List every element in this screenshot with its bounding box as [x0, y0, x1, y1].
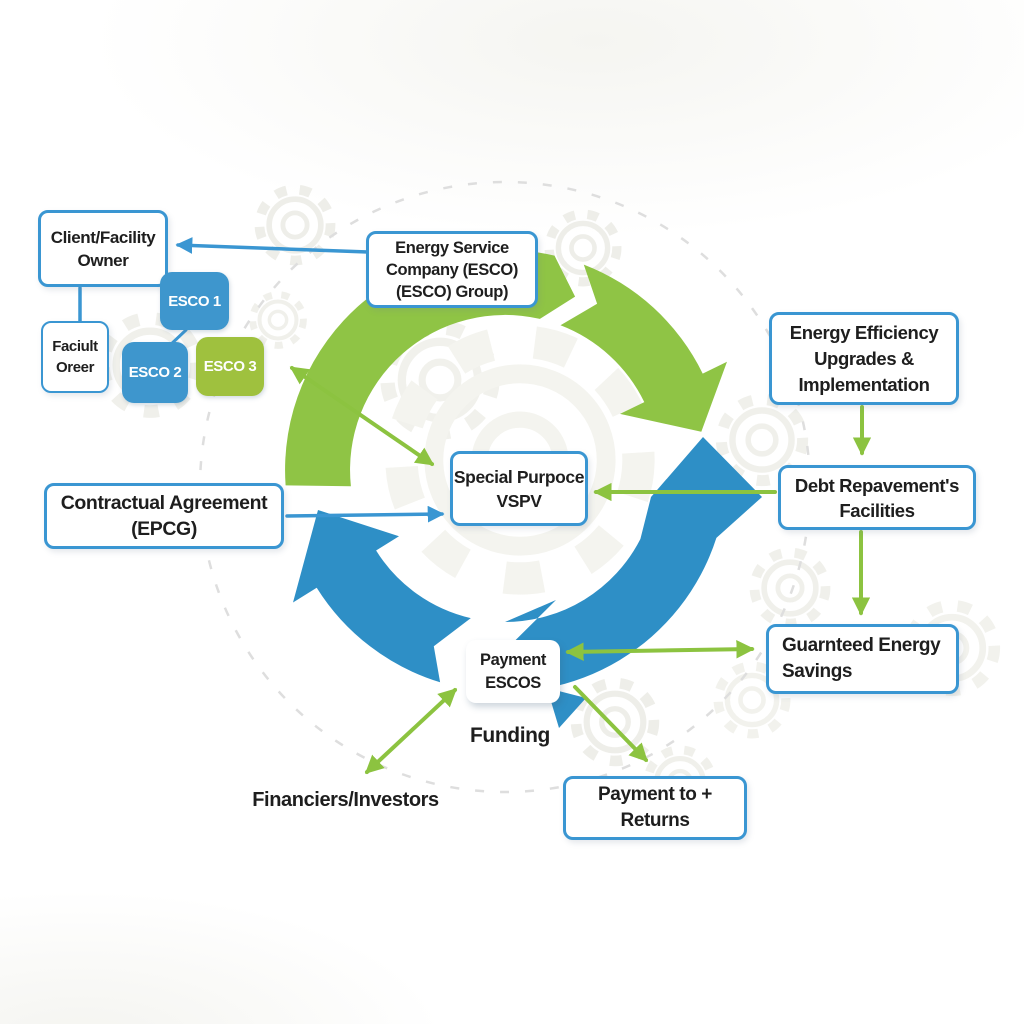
blue-arc-segment-right [466, 437, 762, 692]
gear-icon [576, 683, 654, 761]
esco-group-line2: Company (ESCO) [386, 260, 518, 279]
payment-returns-line1: Payment to + [598, 784, 712, 805]
facility-owner-small-box: Faciult Oreer [41, 321, 109, 393]
esco3-label: ESCO 3 [203, 358, 257, 375]
arrow-escogroup-to-client [175, 237, 370, 254]
contractual-agreement-box: Contractual Agreement (EPCG) [44, 483, 284, 549]
esco-group-line1: Energy Service [395, 238, 509, 257]
blue-arc-segment-left [293, 510, 471, 683]
esco1-label: ESCO 1 [168, 292, 221, 310]
green-arc-segment-1 [285, 249, 576, 487]
esco3-box: ESCO 3 [196, 337, 264, 396]
green-cycle-arrow [285, 249, 727, 487]
arrow-esco3-specialpurpose [289, 366, 435, 466]
payment-returns-line2: Returns [620, 810, 690, 831]
special-purpose-line2: VSPV [496, 490, 542, 511]
client-facility-owner-line2: Owner [77, 250, 129, 270]
esco1-box: ESCO 1 [160, 272, 229, 330]
debt-repayment-line2: Facilities [839, 499, 915, 521]
arrow-financiers-paymentescos [364, 688, 458, 774]
facility-owner-small-line2: Oreer [55, 359, 95, 376]
funding-label: Funding [469, 724, 550, 747]
esco2-label: ESCO 2 [128, 364, 182, 381]
payment-returns-box: Payment to + Returns [563, 776, 747, 840]
payment-escos-box: Payment ESCOS [466, 640, 560, 703]
client-facility-owner-box: Client/Facility Owner [38, 210, 168, 287]
guaranteed-savings-box: Guarnteed Energy Savings [766, 624, 959, 694]
arrow-paymentescos-to-returns [573, 685, 648, 762]
guaranteed-savings-line1: Guarnteed Energy [782, 635, 941, 656]
gear-icon [754, 552, 825, 623]
energy-efficiency-line3: Implementation [798, 373, 930, 395]
debt-repayment-box: Debt Repavement's Facilities [778, 465, 976, 530]
guaranteed-savings-line2: Savings [782, 661, 853, 682]
energy-efficiency-line1: Energy Efficiency [789, 321, 939, 343]
energy-efficiency-box: Energy Efficiency Upgrades & Implementat… [769, 312, 959, 405]
special-purpose-line1: Special Purpoce [453, 466, 585, 487]
contractual-agreement-line2: (EPCG) [131, 518, 197, 540]
debt-repayment-line1: Debt Repavement's [794, 474, 960, 496]
gear-icon [253, 295, 304, 346]
green-arc-segment-2 [560, 264, 727, 432]
special-purpose-box: Special Purpoce VSPV [450, 451, 588, 526]
esco-group-line3: (ESCO) Group) [395, 282, 509, 301]
esco2-box: ESCO 2 [122, 342, 188, 403]
connectors [78, 237, 872, 774]
contractual-agreement-line1: Contractual Agreement [60, 492, 268, 514]
esco-group-box: Energy Service Company (ESCO) (ESCO) Gro… [366, 231, 538, 308]
arrow-paymentescos-guaranteed [565, 640, 755, 661]
payment-escos-line2: ESCOS [485, 673, 541, 692]
payment-escos-line1: Payment [480, 650, 546, 669]
energy-efficiency-line2: Upgrades & [814, 347, 914, 369]
facility-owner-small-line1: Faciult [52, 338, 98, 355]
financiers-investors-label: Financiers/Investors [252, 789, 439, 811]
client-facility-owner-line1: Client/Facility [50, 227, 156, 247]
arrow-contractual-to-specialpurpose [285, 505, 445, 523]
